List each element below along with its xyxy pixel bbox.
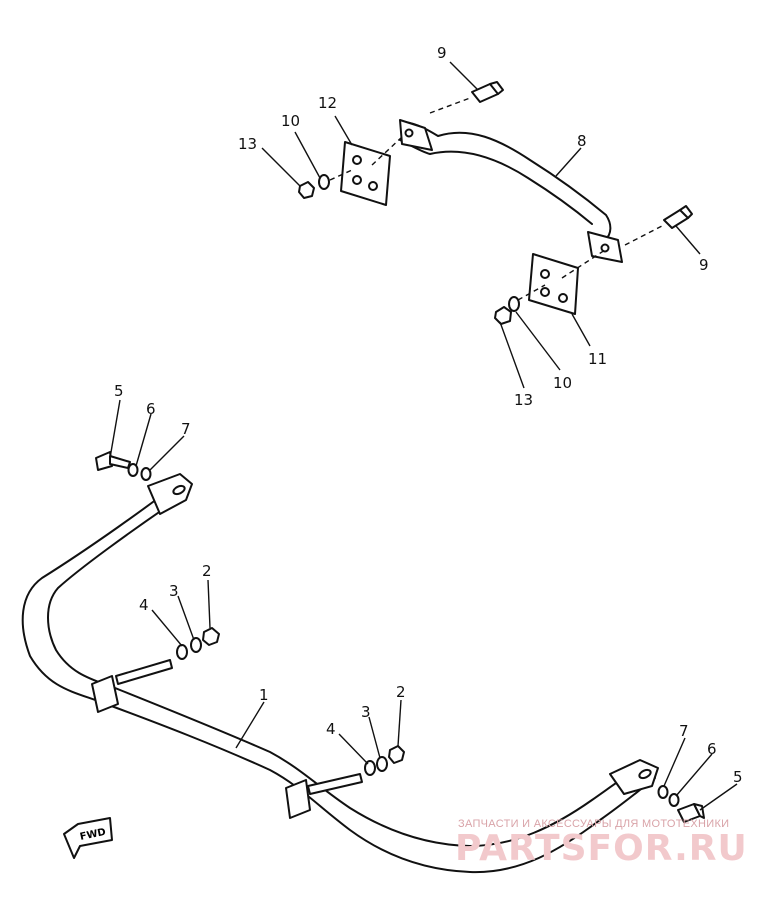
plate-part-11 xyxy=(528,253,579,315)
callout-leaders xyxy=(109,61,738,811)
callout-6-left: 6 xyxy=(146,400,156,418)
callout-5-right: 5 xyxy=(733,768,743,786)
callout-3-left: 3 xyxy=(169,582,179,600)
assembly-guides-upper xyxy=(329,97,663,301)
callout-3-right: 3 xyxy=(361,703,371,721)
nut-part-13-upper xyxy=(298,181,315,199)
washer-part-10-lower xyxy=(508,296,520,312)
callout-1: 1 xyxy=(259,686,269,704)
washer-part-10-upper xyxy=(318,174,330,190)
nut-part-2-left xyxy=(202,627,220,646)
fwd-arrow: FWD xyxy=(63,817,113,859)
nut-part-2-right xyxy=(388,745,405,764)
plate-part-12 xyxy=(340,141,391,206)
bolt-part-5-right xyxy=(677,803,705,823)
washer-part-7-left xyxy=(140,467,152,481)
bolt-part-5-left xyxy=(95,451,131,471)
callout-6-right: 6 xyxy=(707,740,717,758)
bolt-part-9-upper xyxy=(471,81,504,103)
callout-10-top: 10 xyxy=(281,112,300,130)
rear-bar-part-8 xyxy=(399,119,623,263)
callout-2-left: 2 xyxy=(202,562,212,580)
callout-7-left: 7 xyxy=(181,420,191,438)
callout-2-right: 2 xyxy=(396,683,406,701)
callout-13-top: 13 xyxy=(238,135,257,153)
washer-part-6-left xyxy=(127,463,139,477)
lock-washer-part-4-left xyxy=(176,644,188,660)
callout-7-right: 7 xyxy=(679,722,689,740)
callout-labels: 9 12 10 13 8 9 11 10 13 5 6 7 2 3 4 1 2 … xyxy=(114,44,743,786)
callout-5-left: 5 xyxy=(114,382,124,400)
washer-part-6-right xyxy=(668,793,680,807)
front-bar-part-1 xyxy=(21,473,659,874)
washer-part-3-left xyxy=(190,637,202,653)
bolt-part-9-lower xyxy=(663,205,693,229)
callout-9-right: 9 xyxy=(699,256,709,274)
fwd-label: FWD xyxy=(79,827,107,843)
washer-part-3-right xyxy=(376,756,388,772)
callout-13-bottom: 13 xyxy=(514,391,533,409)
nut-part-13-lower xyxy=(494,306,512,325)
washer-part-7-right xyxy=(657,785,669,799)
watermark-caption: ЗАПЧАСТИ И АКСЕССУАРЫ ДЛЯ МОТОТЕХНИКИ xyxy=(458,818,730,830)
callout-4-left: 4 xyxy=(139,596,149,614)
watermark-brand: PARTSFOR.RU xyxy=(455,828,748,869)
callout-11: 11 xyxy=(588,350,607,368)
callout-12: 12 xyxy=(318,94,337,112)
lock-washer-part-4-right xyxy=(364,760,376,776)
callout-10-bottom: 10 xyxy=(553,374,572,392)
callout-4-right: 4 xyxy=(326,720,336,738)
callout-9-top: 9 xyxy=(437,44,447,62)
callout-8: 8 xyxy=(577,132,587,150)
